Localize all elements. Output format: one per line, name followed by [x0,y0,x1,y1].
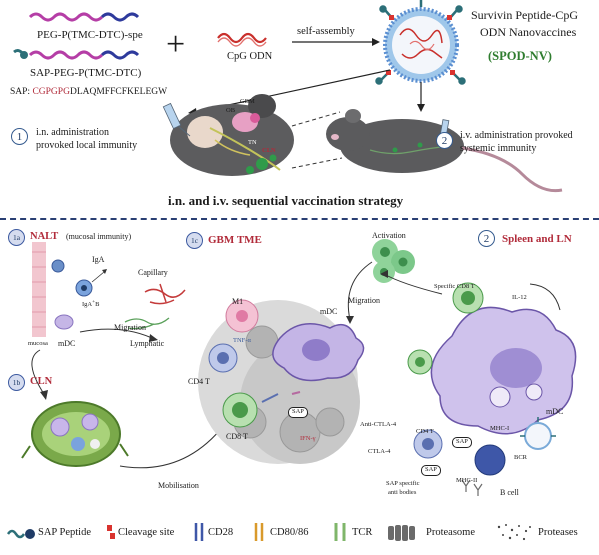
legend-label-tcr: TCR [352,527,373,538]
anti-ctla4-label: Anti-CTLA-4 [360,421,397,428]
spleen-sap-tag-2: SAP [421,465,441,476]
title-line-1: Survivin Peptide-CpG [471,8,578,22]
sap-sequence-rest: DLAQMFFCFKELEGW [69,87,168,97]
legend: SAP Peptide Cleavage site CD28 CD80/86 T… [0,518,599,552]
bcr-label: BCR [514,454,528,461]
gbm-badge: 1c [186,232,203,249]
mucosa-label: mucosa [28,340,48,347]
step-2-line-1: i.v. administration provoked [460,130,573,141]
mobilisation-label: Mobilisation [158,481,199,490]
spleen-mdc-label: mDC [546,407,564,416]
iga-label: IgA [92,255,105,264]
cln-title: CLN [30,376,53,387]
cln-badge: 1b [8,374,25,391]
step-1-badge: 1 [11,128,28,145]
polymer-peg-ptmc-dtc-spe-label: PEG-P(TMC-DTC)-spe [37,29,143,41]
tnf-label: TNF-α [233,337,251,344]
sap-sequence-prefix: SAP: [10,87,33,97]
activation-label: Activation [372,231,406,240]
spod-nv-label: (SPOD-NV) [488,49,552,63]
nalt-migration-label: Migration [114,323,146,332]
lymphatic-label: Lymphatic [130,339,165,348]
bcell-label: B cell [500,488,519,497]
legend-label-cd28: CD28 [208,527,234,538]
ob-label: OB [226,107,236,114]
cleavage-site-icon [107,525,115,539]
nalt-subtitle: (mucosal immunity) [66,232,132,241]
nalt-title: NALT [30,231,59,242]
ifn-label: IFN-γ [300,435,316,442]
gbm-mdc-label: mDC [320,307,338,316]
specific-cd8-label: Specific CD8 T [434,283,475,290]
gbm-cd8-label: CD8 T [226,432,248,441]
strategy-caption: i.n. and i.v. sequential vaccination str… [168,193,404,208]
cln-top-label: CLN [262,147,276,154]
gbm-cd4-label: CD4 T [188,377,210,386]
ctla4-label: CTLA-4 [368,448,391,455]
iga-b-label-sup: + [92,299,96,305]
antibodies-line-2: anti bodies [388,489,417,496]
iga-b-label-base: IgA [82,301,93,309]
il12-label: IL-12 [512,294,527,301]
bottom-panel-graphics [21,239,577,496]
legend-label-cd80-86: CD80/86 [270,527,309,538]
step-2-badge: 2 [436,132,453,149]
polymer-sap-peg-label: SAP-PEG-P(TMC-DTC) [30,67,142,79]
legend-label-sap: SAP Peptide [38,527,91,538]
iga-b-label-b: B [95,301,100,309]
tcr-icon [334,523,346,541]
tn-label: TN [248,139,257,146]
self-assembly-label: self-assembly [297,26,355,37]
iga-b-label: IgA+B [82,299,100,309]
legend-label-cleavage: Cleavage site [118,527,175,538]
proteasome-icon [388,525,415,541]
title-line-2: ODN Nanovaccines [480,25,577,39]
step-2-line-2: systemic immunity [460,143,537,154]
sap-peptide-icon [6,529,35,539]
legend-label-proteases: Proteases [538,527,578,538]
spleen-sap-tag-1: SAP [452,437,472,448]
cd28-icon [194,523,204,541]
section-divider [0,218,599,220]
antibodies-line-1: SAP specific [386,480,420,487]
nalt-badge: 1a [8,229,25,246]
gbm-label: GBM [240,98,255,105]
top-panel-graphics [13,0,563,193]
gbm-sap-tag: SAP [288,407,308,418]
mhc2-label: MHC-II [456,477,478,484]
legend-label-proteasome: Proteasome [426,527,475,538]
cd80-86-icon [254,523,264,541]
spleen-cd4-label: CD4 T [416,428,434,435]
step-1-line-2: provoked local immunity [36,140,138,151]
capillary-label: Capillary [138,268,168,277]
gbm-migration-label: Migration [348,296,380,305]
sap-sequence: SAP: CGPGPGDLAQMFFCFKELEGW [10,87,168,98]
spleen-badge: 2 [478,230,495,247]
spleen-title: Spleen and LN [502,233,572,245]
cpg-odn-label: CpG ODN [227,51,273,62]
m1-label: M1 [232,297,244,306]
proteases-icon [497,524,531,541]
plus-sign: + [166,26,186,63]
gbm-title: GBM TME [208,234,262,246]
mhc1-label: MHC-I [490,425,510,432]
nalt-mdc-label: mDC [58,339,76,348]
step-1-line-1: i.n. administration [36,127,110,138]
sap-sequence-highlight: CGPGPG [32,87,70,97]
